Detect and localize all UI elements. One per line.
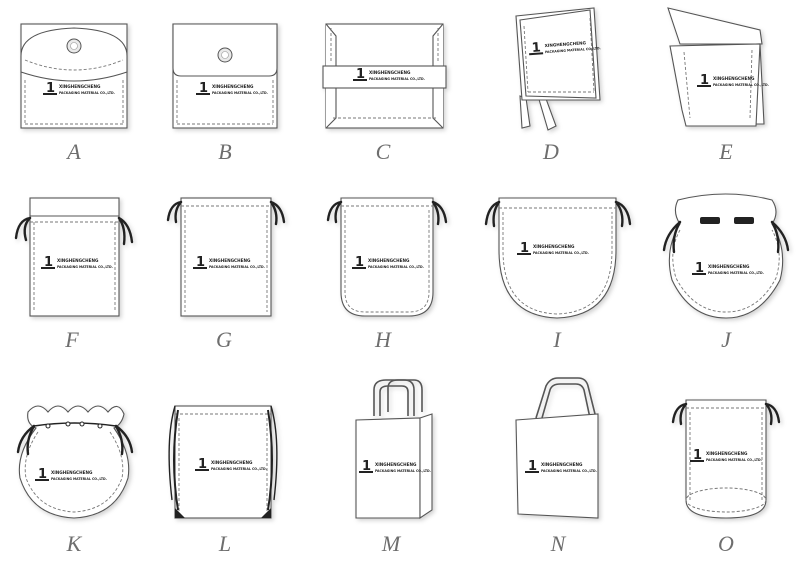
logo-mark: 1 bbox=[44, 255, 53, 270]
brand-logo-N: 1 XINGHENGCHENG PACKAGING MATERIAL CO.,LTD… bbox=[525, 459, 597, 474]
logo-company-name: XINGHENGCHENG bbox=[211, 460, 253, 465]
item-M bbox=[355, 379, 433, 520]
logo-mark: 1 bbox=[198, 457, 207, 472]
brand-logo-J: 1 XINGHENGCHENG PACKAGING MATERIAL CO.,LTD… bbox=[692, 261, 764, 276]
logo-company-name: XINGHENGCHENG bbox=[713, 76, 755, 81]
brand-logo-M: 1 XINGHENGCHENG PACKAGING MATERIAL CO.,LTD… bbox=[359, 459, 431, 474]
logo-mark: 1 bbox=[46, 81, 55, 96]
brand-logo-I: 1 XINGHENGCHENG PACKAGING MATERIAL CO.,LTD… bbox=[517, 241, 589, 256]
item-I bbox=[484, 197, 632, 319]
logo-company-subtitle: PACKAGING MATERIAL CO.,LTD. bbox=[713, 83, 769, 87]
logo-company-subtitle: PACKAGING MATERIAL CO.,LTD. bbox=[545, 46, 601, 54]
logo-company-subtitle: PACKAGING MATERIAL CO.,LTD. bbox=[369, 77, 425, 81]
logo-company-name: XINGHENGCHENG bbox=[706, 451, 748, 456]
logo-mark: 1 bbox=[362, 459, 371, 474]
logo-mark: 1 bbox=[355, 255, 364, 270]
logo-mark: 1 bbox=[520, 241, 529, 256]
logo-company-subtitle: PACKAGING MATERIAL CO.,LTD. bbox=[51, 477, 107, 481]
brand-logo-E: 1 XINGHENGCHENG PACKAGING MATERIAL CO.,LTD… bbox=[697, 73, 769, 88]
item-A bbox=[20, 23, 128, 129]
logo-company-name: XINGHENGCHENG bbox=[544, 40, 586, 48]
label-L: L bbox=[218, 531, 232, 556]
item-N bbox=[515, 377, 599, 519]
logo-mark: 1 bbox=[700, 73, 709, 88]
item-L bbox=[168, 405, 278, 519]
logo-company-name: XINGHENGCHENG bbox=[533, 244, 575, 249]
logo-mark: 1 bbox=[356, 67, 365, 82]
item-O bbox=[671, 399, 781, 519]
logo-mark: 1 bbox=[38, 467, 47, 482]
brand-logo-H: 1 XINGHENGCHENG PACKAGING MATERIAL CO.,LTD… bbox=[352, 255, 424, 270]
logo-company-name: XINGHENGCHENG bbox=[51, 470, 93, 475]
logo-company-name: XINGHENGCHENG bbox=[369, 70, 411, 75]
brand-logo-L: 1 XINGHENGCHENG PACKAGING MATERIAL CO.,LTD… bbox=[195, 457, 267, 472]
label-C: C bbox=[375, 139, 391, 164]
brand-logo-G: 1 XINGHENGCHENG PACKAGING MATERIAL CO.,LTD… bbox=[193, 255, 265, 270]
logo-company-name: XINGHENGCHENG bbox=[708, 264, 750, 269]
item-K bbox=[16, 405, 134, 519]
brand-logo-O: 1 XINGHENGCHENG PACKAGING MATERIAL CO.,LTD… bbox=[690, 448, 762, 463]
logo-company-name: XINGHENGCHENG bbox=[212, 84, 254, 89]
brand-logo-F: 1 XINGHENGCHENG PACKAGING MATERIAL CO.,LTD… bbox=[41, 255, 113, 270]
label-B: B bbox=[218, 139, 232, 164]
label-I: I bbox=[553, 327, 561, 352]
logo-mark: 1 bbox=[196, 255, 205, 270]
logo-company-subtitle: PACKAGING MATERIAL CO.,LTD. bbox=[209, 265, 265, 269]
item-D bbox=[515, 7, 601, 131]
logo-company-subtitle: PACKAGING MATERIAL CO.,LTD. bbox=[57, 265, 113, 269]
logo-company-subtitle: PACKAGING MATERIAL CO.,LTD. bbox=[533, 251, 589, 255]
logo-company-name: XINGHENGCHENG bbox=[541, 462, 583, 467]
label-O: O bbox=[718, 531, 734, 556]
logo-company-subtitle: PACKAGING MATERIAL CO.,LTD. bbox=[211, 467, 267, 471]
logo-company-subtitle: PACKAGING MATERIAL CO.,LTD. bbox=[375, 469, 431, 473]
brand-logo-C: 1 XINGHENGCHENG PACKAGING MATERIAL CO.,LTD… bbox=[353, 67, 425, 82]
logo-mark: 1 bbox=[199, 81, 208, 96]
logo-company-name: XINGHENGCHENG bbox=[57, 258, 99, 263]
label-G: G bbox=[216, 327, 232, 352]
label-K: K bbox=[66, 531, 82, 556]
logo-mark: 1 bbox=[531, 40, 541, 56]
logo-company-subtitle: PACKAGING MATERIAL CO.,LTD. bbox=[708, 271, 764, 275]
brand-logo-A: 1 XINGHENGCHENG PACKAGING MATERIAL CO.,LTD… bbox=[43, 81, 115, 96]
logo-company-subtitle: PACKAGING MATERIAL CO.,LTD. bbox=[59, 91, 115, 95]
label-E: E bbox=[719, 139, 733, 164]
label-N: N bbox=[550, 531, 566, 556]
logo-company-name: XINGHENGCHENG bbox=[59, 84, 101, 89]
logo-company-subtitle: PACKAGING MATERIAL CO.,LTD. bbox=[212, 91, 268, 95]
label-M: M bbox=[381, 531, 401, 556]
brand-logo-K: 1 XINGHENGCHENG PACKAGING MATERIAL CO.,LTD… bbox=[35, 467, 107, 482]
logo-company-name: XINGHENGCHENG bbox=[368, 258, 410, 263]
logo-mark: 1 bbox=[528, 459, 537, 474]
logo-company-subtitle: PACKAGING MATERIAL CO.,LTD. bbox=[368, 265, 424, 269]
logo-company-subtitle: PACKAGING MATERIAL CO.,LTD. bbox=[541, 469, 597, 473]
logo-company-name: XINGHENGCHENG bbox=[209, 258, 251, 263]
item-J bbox=[662, 193, 790, 319]
logo-company-name: XINGHENGCHENG bbox=[375, 462, 417, 467]
label-D: D bbox=[543, 139, 559, 164]
brand-logo-B: 1 XINGHENGCHENG PACKAGING MATERIAL CO.,LTD… bbox=[196, 81, 268, 96]
label-J: J bbox=[721, 327, 731, 352]
logo-company-subtitle: PACKAGING MATERIAL CO.,LTD. bbox=[706, 458, 762, 462]
item-C bbox=[322, 23, 447, 129]
item-F bbox=[14, 197, 134, 317]
logo-mark: 1 bbox=[695, 261, 704, 276]
item-G bbox=[166, 197, 286, 317]
item-H bbox=[326, 197, 448, 317]
item-B bbox=[172, 23, 278, 129]
label-H: H bbox=[375, 327, 391, 352]
label-F: F bbox=[65, 327, 79, 352]
item-E bbox=[667, 7, 765, 127]
logo-mark: 1 bbox=[693, 448, 702, 463]
label-A: A bbox=[67, 139, 81, 164]
